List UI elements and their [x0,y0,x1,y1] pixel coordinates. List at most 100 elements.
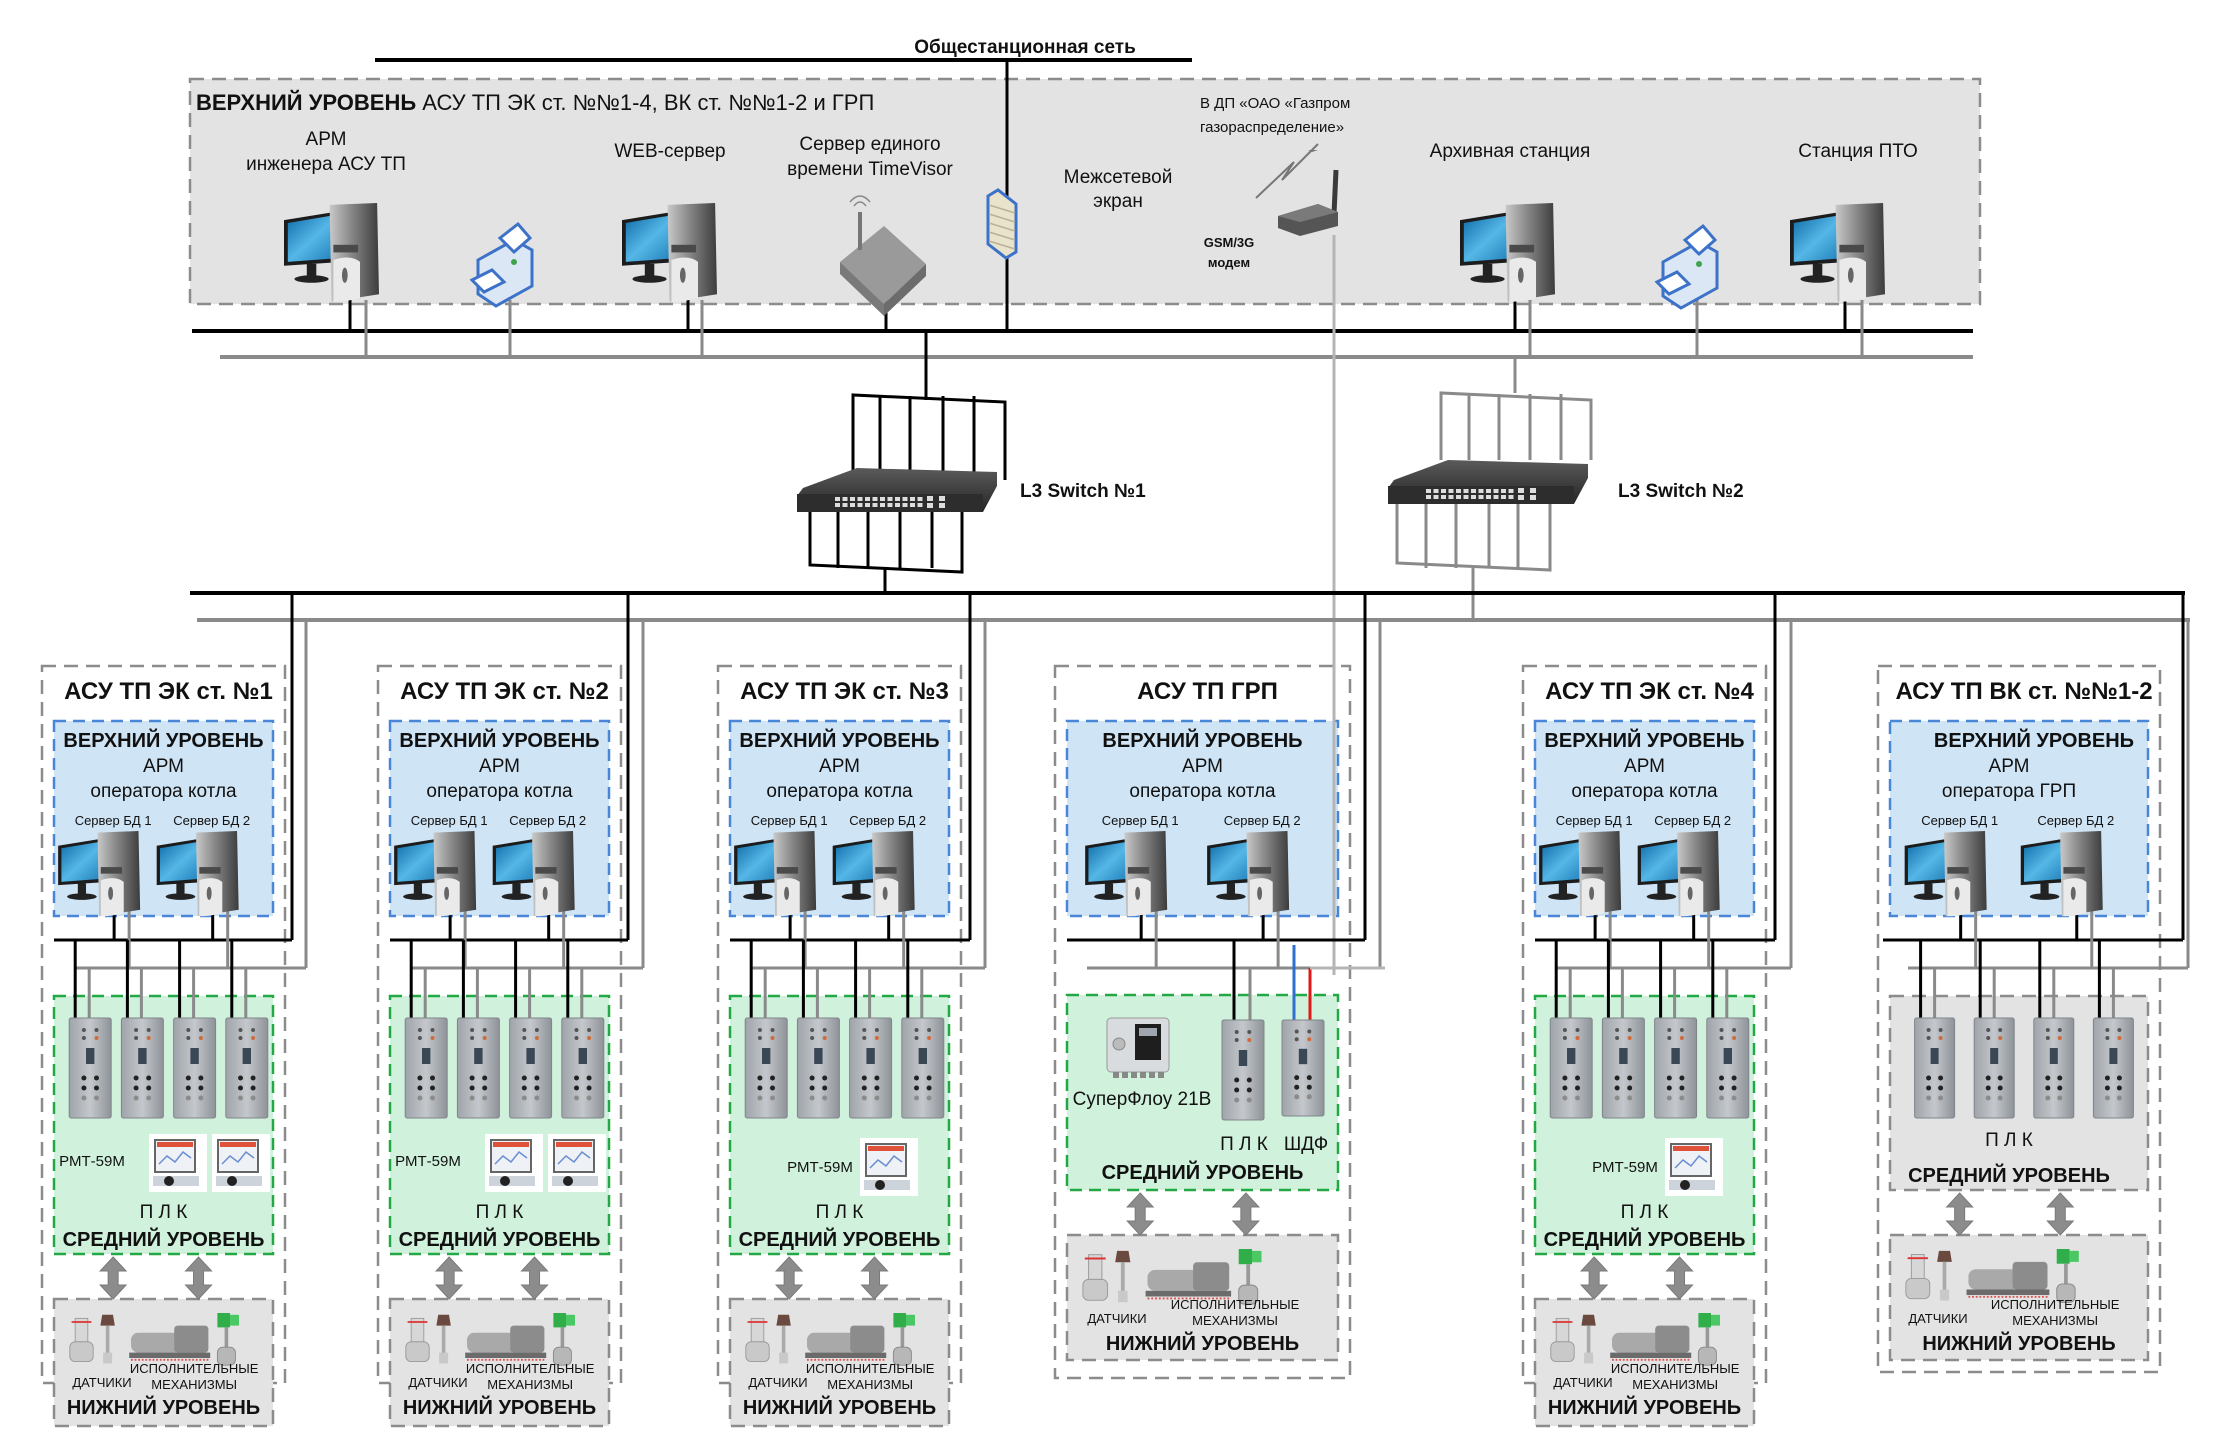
db-server-1-icon[interactable] [1085,831,1168,917]
gsm-modem-icon[interactable] [1255,143,1339,236]
db-server-1-icon[interactable] [734,831,817,917]
archive-station-computer-icon[interactable] [1460,203,1555,302]
plc-cabinet-icon[interactable] [2092,1017,2134,1119]
cabinet-display [190,1048,199,1064]
db-server-2-icon[interactable] [156,831,239,917]
arm-engineer-computer-icon[interactable] [284,203,379,302]
cabinet-button [1614,1095,1620,1101]
network-label: Общестанционная сеть [914,37,1136,58]
rmt-recorder-2-icon[interactable] [548,1134,606,1192]
cabinet-indicator [417,1028,422,1032]
plc-cabinet-icon[interactable] [901,1017,945,1119]
cabinet-indicator [2117,1036,2122,1040]
monitor-base [403,893,433,900]
plc-cabinet-icon[interactable] [509,1017,553,1119]
cabinet-button [198,1075,204,1081]
plc-cabinet-icon[interactable] [1654,1017,1698,1119]
plc-cabinet-icon[interactable] [68,1017,112,1119]
db-server-2-icon[interactable] [2020,831,2103,917]
pump-icon [1612,1332,1663,1353]
pump-icon [467,1332,518,1353]
pump-base [1966,1289,2050,1295]
cabinet-button [94,1075,99,1081]
thermo-stem-icon [1586,1325,1591,1357]
cabinet-button [521,1095,527,1101]
plc-cabinet-icon[interactable] [849,1017,893,1119]
cabinet-body [1914,1017,1956,1119]
rmt-recorder-icon[interactable] [1665,1138,1723,1196]
power-button [784,886,790,900]
db-server-2-icon[interactable] [1207,831,1290,917]
cabinet-button [1997,1085,2003,1091]
upper-level-label: ВЕРХНИЙ УРОВЕНЬ [1102,728,1302,752]
time-server-icon[interactable] [840,195,926,316]
db-server-1-icon[interactable] [1904,831,1987,917]
cabinet-button [926,1085,932,1091]
cabinet-button [482,1095,488,1101]
plc-cabinet-icon[interactable] [744,1017,788,1119]
arm-label: АРМ [479,756,520,777]
superflow-corrector-icon[interactable] [1106,1017,1170,1078]
firewall-icon[interactable] [986,188,1018,260]
cabinet-display [1619,1048,1628,1064]
cabinet-indicator [1926,1036,1931,1040]
cabinet-button [1575,1075,1580,1081]
plc-cabinet-icon[interactable] [2033,1017,2075,1119]
cabinet-indicator [757,1028,762,1032]
printer-2-icon[interactable] [1654,223,1719,310]
cabinet-button [1997,1095,2003,1101]
server-1-label: Сервер БД 1 [1556,813,1633,828]
printer-1-icon[interactable] [469,221,534,308]
db-server-2-icon[interactable] [832,831,915,917]
pump-base [129,1352,211,1358]
power-button [679,267,686,283]
db-server-2-icon[interactable] [492,831,575,917]
monitor-base [1913,893,1944,900]
plc-cabinet-icon[interactable] [1601,1017,1645,1119]
actuator-head-icon [217,1313,230,1328]
actuators-exchange-arrow-icon [2046,1192,2075,1236]
switch-1-icon[interactable] [797,468,997,512]
plc-cabinet-icon[interactable] [404,1017,448,1119]
switch-port [895,497,900,501]
rmt-recorder-1-icon[interactable] [149,1134,207,1192]
plc-cabinet-icon[interactable] [796,1017,840,1119]
plc-cabinet-icon[interactable] [1914,1017,1956,1119]
cabinet-button [1294,1084,1300,1090]
plc-cabinet-icon[interactable] [456,1017,500,1119]
shdf-cabinet-icon[interactable] [1281,1019,1325,1117]
plc-cabinet-icon[interactable] [561,1017,605,1119]
cabinet-indicator [1998,1036,2003,1040]
db-server-1-icon[interactable] [394,831,477,917]
switch-2-icon[interactable] [1388,460,1588,504]
switch-port [1471,489,1476,493]
db-server-2-icon[interactable] [1637,831,1720,917]
cabinet-button [1234,1077,1240,1083]
cabinet-button [1985,1085,1991,1091]
cabinet-button [574,1085,579,1091]
plc-cabinet-icon[interactable] [225,1017,269,1119]
rmt-recorder-2-icon[interactable] [212,1134,270,1192]
cabinet-indicator [146,1028,151,1032]
recorder-header [1673,1146,1709,1151]
web-server-computer-icon[interactable] [622,203,717,302]
actuator-motor-icon [1711,1314,1720,1326]
plc-cabinet-icon[interactable] [120,1017,164,1119]
tower-drive [776,867,799,874]
cabinet-display [1238,1050,1248,1066]
arm-label: АРМ [1182,756,1223,777]
pto-station-computer-icon[interactable] [1790,203,1885,302]
rmt-recorder-icon[interactable] [860,1138,918,1196]
db-server-1-icon[interactable] [1539,831,1622,917]
plc-cabinet-icon[interactable] [1973,1017,2015,1119]
recorder-keypad [216,1176,262,1186]
monitor-stand [512,883,521,895]
rmt-recorder-1-icon[interactable] [485,1134,543,1192]
plc-cabinet-icon[interactable] [1221,1019,1265,1121]
plc-cabinet-icon[interactable] [1706,1017,1750,1119]
power-button [444,886,450,900]
plc-cabinet-icon[interactable] [173,1017,217,1119]
db-server-1-icon[interactable] [58,831,141,917]
plc-cabinet-icon[interactable] [1549,1017,1593,1119]
